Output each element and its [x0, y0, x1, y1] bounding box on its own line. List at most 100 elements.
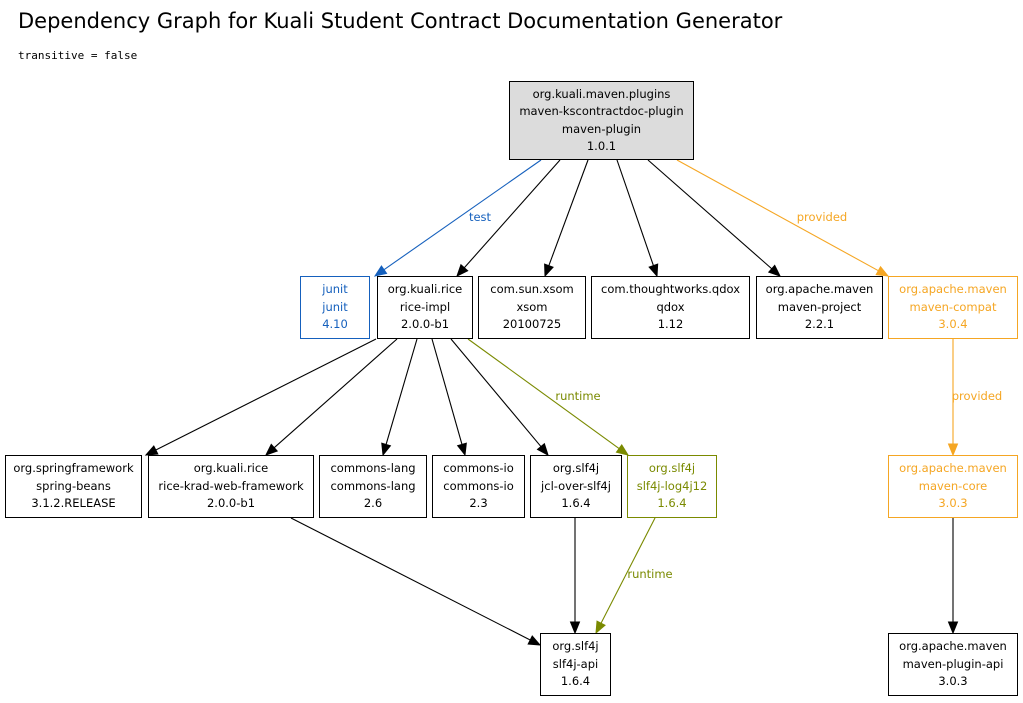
arrowhead-icon — [875, 265, 890, 277]
node-root[interactable]: org.kuali.maven.plugins maven-kscontractd… — [509, 81, 694, 160]
arrowhead-icon — [456, 442, 467, 457]
node-artifact-line: commons-io — [443, 478, 514, 493]
edge-maven-compat-to-maven-core: provided — [947, 339, 1003, 457]
edge-label-runtime: runtime — [555, 389, 600, 403]
edge-root-to-maven-project — [647, 159, 781, 277]
edge-line — [385, 338, 418, 445]
arrowhead-icon — [144, 445, 159, 456]
edge-line — [431, 338, 463, 445]
node-rice-krad[interactable]: org.kuali.rice rice-krad-web-framework 2.0… — [148, 455, 314, 518]
node-slf4j-api[interactable]: org.slf4j slf4j-api 1.6.4 — [540, 633, 611, 696]
edge-label-runtime: runtime — [627, 567, 672, 581]
node-xsom[interactable]: com.sun.xsom xsom 20100725 — [478, 276, 586, 339]
node-group-id: org.apache.maven — [899, 282, 1007, 297]
edge-label-provided: provided — [797, 210, 848, 224]
edge-line — [273, 338, 398, 449]
edge-line — [548, 159, 589, 266]
node-version: 1.6.4 — [560, 674, 591, 689]
node-artifact-line: slf4j-api — [552, 656, 599, 671]
node-version: 1.6.4 — [561, 496, 591, 511]
arrowhead-icon — [615, 444, 630, 456]
node-group-id: commons-io — [443, 461, 514, 476]
node-version: 20100725 — [502, 317, 562, 332]
node-group-id: com.sun.xsom — [490, 282, 574, 297]
edge-label-test: test — [469, 210, 492, 224]
node-artifact-line: jcl-over-slf4j — [541, 478, 611, 493]
arrowhead-icon — [381, 442, 392, 457]
edge-root-to-junit: test — [373, 159, 542, 277]
node-group-id: org.springframework — [13, 461, 134, 476]
node-artifact-line: maven-plugin — [561, 121, 642, 136]
node-group-id: org.apache.maven — [899, 639, 1007, 654]
edge-line — [155, 338, 377, 451]
edge-rice-krad-to-slf4j-api — [290, 517, 542, 646]
node-group-id: org.kuali.maven.plugins — [532, 86, 671, 101]
node-version: 2.3 — [469, 496, 488, 511]
node-group-id: org.kuali.rice — [193, 461, 269, 476]
node-version: 1.6.4 — [657, 496, 687, 511]
node-artifact-line: xsom — [516, 299, 548, 314]
graph-subtitle: transitive = false — [18, 49, 138, 62]
node-artifact-line: junit — [322, 299, 348, 314]
node-artifact-line: maven-kscontractdoc-plugin — [519, 104, 684, 118]
edge-rice-impl-to-commons-lang — [381, 338, 418, 457]
node-jcl-over-slf4j[interactable]: org.slf4j jcl-over-slf4j 1.6.4 — [530, 455, 622, 518]
node-version: 3.1.2.RELEASE — [31, 496, 116, 511]
edge-line — [600, 517, 656, 624]
node-group-id: commons-lang — [330, 461, 416, 476]
node-group-id: org.apache.maven — [899, 461, 1007, 476]
edge-line — [467, 338, 620, 449]
arrowhead-icon — [569, 621, 581, 635]
node-slf4j-log4j12[interactable]: org.slf4j slf4j-log4j12 1.6.4 — [627, 455, 717, 518]
node-artifact-line: rice-krad-web-framework — [158, 478, 304, 493]
page-title: Dependency Graph for Kuali Student Contr… — [18, 9, 783, 33]
arrowhead-icon — [536, 442, 549, 457]
edge-line — [290, 517, 531, 641]
arrowhead-icon — [648, 263, 659, 278]
edge-root-to-maven-compat: provided — [676, 159, 890, 277]
node-artifact-line: maven-plugin-api — [902, 656, 1004, 671]
arrowhead-icon — [527, 635, 542, 646]
edge-line — [450, 338, 542, 447]
node-version: 2.2.1 — [804, 317, 835, 332]
node-version: 1.12 — [657, 317, 684, 332]
edge-line — [616, 159, 654, 266]
edge-rice-impl-to-commons-io — [431, 338, 467, 457]
arrowhead-icon — [947, 443, 959, 457]
node-group-id: org.apache.maven — [765, 282, 874, 297]
node-group-id: org.slf4j — [648, 461, 696, 476]
node-version: 1.0.1 — [586, 139, 617, 153]
node-group-id: org.slf4j — [552, 639, 599, 654]
edge-label-provided: provided — [952, 389, 1003, 403]
edge-rice-impl-to-slf4j-log4j12: runtime — [467, 338, 630, 456]
edge-slf4j-log4j12-to-slf4j-api: runtime — [595, 517, 673, 635]
edge-line — [647, 159, 773, 270]
node-version: 2.0.0-b1 — [206, 496, 256, 511]
edge-root-to-rice-impl — [456, 159, 561, 277]
node-version: 2.6 — [363, 496, 383, 511]
edge-root-to-qdox — [616, 159, 659, 278]
node-group-id: org.slf4j — [552, 461, 600, 476]
node-version: 3.0.4 — [938, 317, 968, 332]
edge-jcl-over-slf4j-to-slf4j-api — [569, 518, 581, 635]
edge-rice-impl-to-rice-krad — [265, 338, 398, 456]
node-artifact-line: slf4j-log4j12 — [636, 478, 708, 493]
node-artifact-line: qdox — [656, 299, 685, 314]
edge-maven-core-to-maven-plugin-api — [947, 518, 959, 635]
arrowhead-icon — [456, 263, 469, 277]
arrowhead-icon — [947, 621, 959, 635]
node-group-id: junit — [322, 282, 348, 297]
node-commons-io[interactable]: commons-io commons-io 2.3 — [432, 455, 525, 518]
edge-line — [463, 159, 561, 269]
edge-line — [383, 159, 542, 271]
node-group-id: org.kuali.rice — [387, 282, 463, 297]
